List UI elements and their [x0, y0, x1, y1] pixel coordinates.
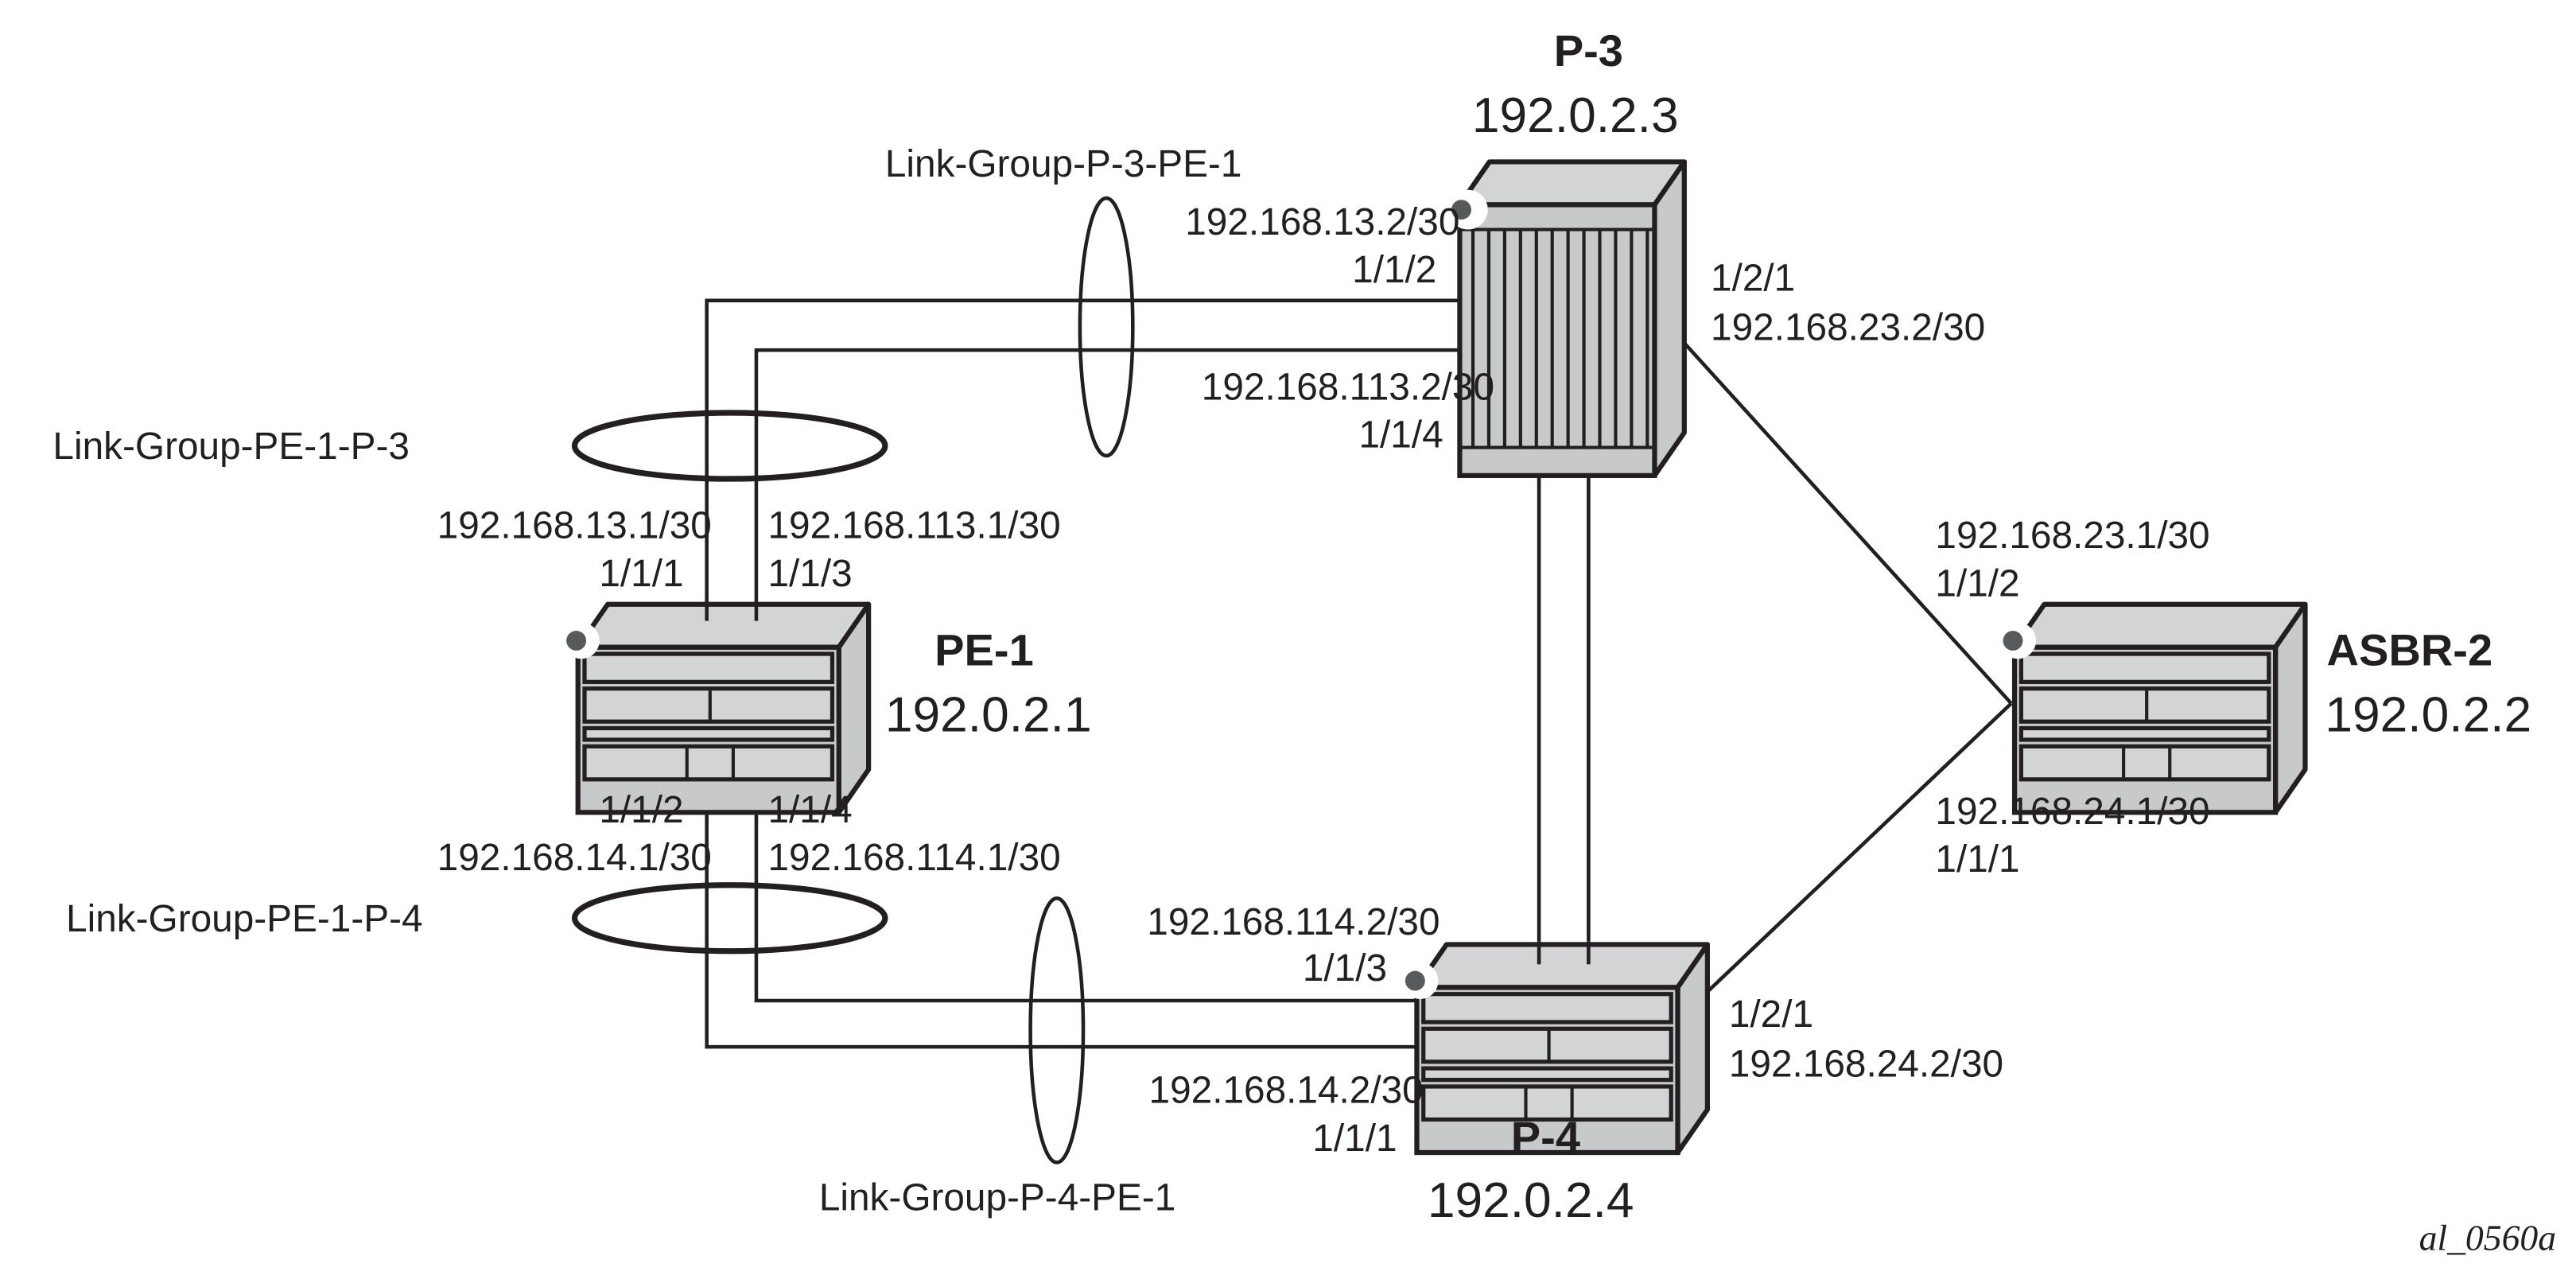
- p3-system-ip: 192.0.2.3: [1472, 88, 1679, 143]
- if-port-p4-1-2-1: 1/2/1: [1729, 993, 1813, 1036]
- link-group-ring-pe1-p4[interactable]: [571, 882, 888, 954]
- p3-name: P-3: [1554, 25, 1623, 76]
- node-labels: P-3 192.0.2.3 PE-1 192.0.2.1 ASBR-2 192.…: [885, 25, 2531, 1228]
- chassis-slot: [1421, 992, 1673, 1024]
- p3-port-marker-icon: [1451, 200, 1471, 220]
- if-ip-pe1-1-1-1: 192.168.13.1/30: [437, 505, 712, 547]
- if-port-asbr2-1-1-1: 1/1/1: [1935, 838, 2019, 881]
- link-group-ring-p3-pe1[interactable]: [1078, 196, 1135, 458]
- chassis-slot: [582, 725, 835, 742]
- if-ip-p4-1-1-1: 192.168.14.2/30: [1149, 1070, 1424, 1112]
- if-port-p3-1-2-1: 1/2/1: [1711, 257, 1795, 299]
- p3-card-ribs: [1471, 229, 1649, 448]
- p3-top: [1457, 159, 1687, 208]
- p4-name: P-4: [1511, 1112, 1580, 1162]
- link-pe1-p4-b: [754, 769, 1417, 1003]
- chassis-slot: [2018, 725, 2271, 742]
- p3-side: [1652, 159, 1687, 478]
- chassis-slot: [582, 744, 835, 782]
- if-ip-p4-1-2-1: 192.168.24.2/30: [1729, 1044, 2003, 1086]
- links: [705, 298, 2013, 1049]
- router-p4[interactable]: [1401, 941, 1710, 1156]
- chassis-slot: [582, 651, 835, 684]
- if-port-pe1-1-1-1: 1/1/1: [599, 553, 683, 595]
- if-ip-pe1-1-1-2: 192.168.14.1/30: [437, 837, 712, 879]
- if-port-p4-1-1-3: 1/1/3: [1303, 947, 1387, 989]
- p4-system-ip: 192.0.2.4: [1428, 1173, 1634, 1228]
- asbr2-name: ASBR-2: [2326, 625, 2492, 675]
- asbr2-system-ip: 192.0.2.2: [2325, 688, 2531, 743]
- link-group-rings: [571, 196, 1135, 1164]
- link-group-ring-pe1-p3[interactable]: [571, 410, 888, 482]
- chassis-slot: [2018, 651, 2271, 684]
- if-ip-p3-1-1-4: 192.168.113.2/30: [1202, 366, 1494, 408]
- if-ip-p3-1-1-2: 192.168.13.2/30: [1185, 201, 1459, 243]
- link-group-label-pe1-p3: Link-Group-PE-1-P-3: [52, 426, 410, 468]
- if-ip-pe1-1-1-4: 192.168.114.1/30: [767, 837, 1060, 879]
- link-group-label-pe1-p4: Link-Group-PE-1-P-4: [66, 898, 423, 940]
- link-group-label-p3-pe1: Link-Group-P-3-PE-1: [885, 143, 1242, 185]
- link-p4-asbr2: [1686, 702, 2013, 1013]
- if-port-p3-1-1-4: 1/1/4: [1358, 414, 1443, 457]
- router-p3[interactable]: [1447, 159, 1687, 478]
- port-marker-icon: [1405, 970, 1425, 991]
- if-ip-p3-1-2-1: 192.168.23.2/30: [1711, 307, 1985, 349]
- if-port-p4-1-1-1: 1/1/1: [1312, 1118, 1397, 1160]
- link-pe1-p3-a: [705, 298, 1460, 698]
- link-pe1-p4-a: [705, 769, 1417, 1049]
- figure-id: al_0560a: [2419, 1217, 2556, 1258]
- p3-front: [1457, 202, 1657, 478]
- if-ip-p4-1-1-3: 192.168.114.2/30: [1147, 901, 1440, 943]
- link-p3-asbr2: [1671, 329, 2013, 705]
- pe1-name: PE-1: [934, 625, 1034, 675]
- router-pe1[interactable]: [563, 601, 872, 815]
- link-pe1-p3-b: [754, 348, 1460, 698]
- interface-labels: 192.168.13.2/30 1/1/2 192.168.113.2/30 1…: [437, 201, 2210, 1160]
- link-group-ring-p4-pe1[interactable]: [1028, 896, 1086, 1164]
- if-port-pe1-1-1-4: 1/1/4: [767, 789, 852, 831]
- if-ip-pe1-1-1-3: 192.168.113.1/30: [767, 505, 1060, 547]
- if-port-pe1-1-1-3: 1/1/3: [767, 553, 852, 595]
- port-marker-icon: [566, 631, 587, 651]
- if-ip-asbr2-1-1-1: 192.168.24.1/30: [1935, 791, 2209, 833]
- chassis-slot: [1421, 1084, 1673, 1122]
- if-port-p3-1-1-2: 1/1/2: [1352, 249, 1436, 291]
- router-asbr2[interactable]: [1999, 601, 2308, 815]
- pe1-system-ip: 192.0.2.1: [885, 688, 1092, 743]
- chassis-slot: [2018, 744, 2271, 782]
- port-marker-icon: [2003, 631, 2023, 651]
- chassis-top: [575, 601, 872, 650]
- if-ip-asbr2-1-1-2: 192.168.23.1/30: [1935, 515, 2209, 557]
- link-group-labels: Link-Group-P-3-PE-1 Link-Group-PE-1-P-3 …: [52, 143, 1241, 1219]
- chassis-slot: [1421, 1066, 1673, 1083]
- chassis-top: [2011, 601, 2308, 650]
- chassis-top: [1414, 942, 1710, 990]
- link-group-label-p4-pe1: Link-Group-P-4-PE-1: [819, 1177, 1176, 1219]
- if-port-pe1-1-1-2: 1/1/2: [599, 789, 683, 831]
- if-port-asbr2-1-1-2: 1/1/2: [1935, 562, 2019, 605]
